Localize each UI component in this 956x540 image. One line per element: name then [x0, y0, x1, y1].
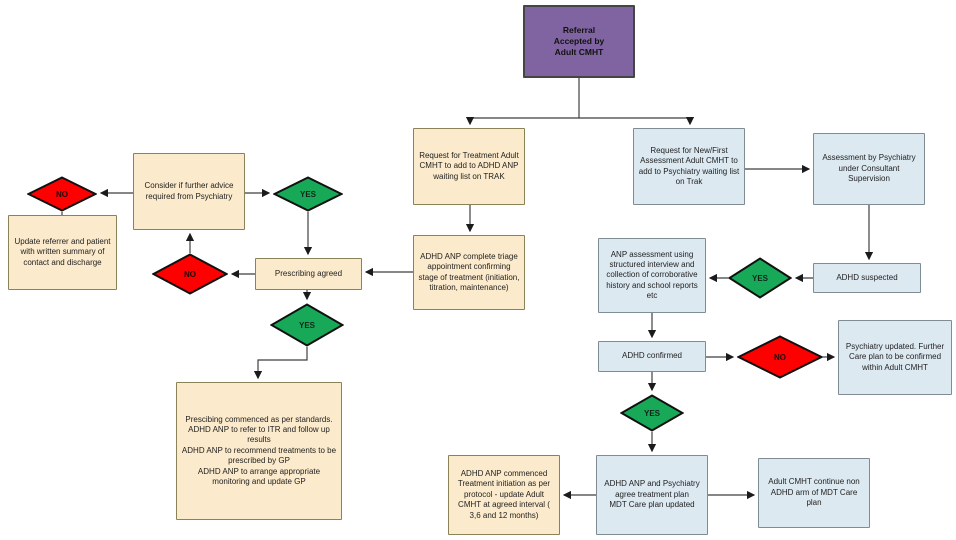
node-prescribing-commenced: Prescibing commenced as per standards. A… [176, 382, 342, 520]
decision-yes-prescribing-label: YES [298, 320, 315, 330]
decision-yes-prescribing: YES [270, 303, 344, 347]
node-anp-commenced-treatment: ADHD ANP commenced Treatment initiation … [448, 455, 560, 535]
decision-yes-confirmed-label: YES [643, 408, 660, 418]
node-prescribing-agreed: Prescribing agreed [255, 258, 362, 290]
decision-yes-advice-label: YES [299, 189, 316, 199]
node-update-referrer: Update referrer and patient with written… [8, 215, 117, 290]
decision-no-prescribing: NO [152, 253, 228, 295]
node-request-treatment: Request for Treatment Adult CMHT to add … [413, 128, 525, 205]
decision-no-confirmed: NO [737, 335, 823, 379]
node-cmht-continue: Adult CMHT continue non ADHD arm of MDT … [758, 458, 870, 528]
node-triage-appointment: ADHD ANP complete triage appointment con… [413, 235, 525, 310]
node-consider-advice: Consider if further advice required from… [133, 153, 245, 230]
decision-no-prescribing-label: NO [184, 269, 196, 279]
node-request-assessment: Request for New/First Assessment Adult C… [633, 128, 745, 205]
decision-yes-advice: YES [273, 176, 343, 212]
decision-yes-suspected-label: YES [751, 273, 768, 283]
node-adhd-confirmed: ADHD confirmed [598, 341, 706, 372]
decision-no-discharge: NO [27, 176, 97, 212]
decision-no-discharge-label: NO [56, 189, 68, 199]
decision-yes-confirmed: YES [620, 394, 684, 432]
node-psychiatry-updated: Psychiatry updated. Further Care plan to… [838, 320, 952, 395]
node-assessment-psychiatry: Assessment by Psychiatry under Consultan… [813, 133, 925, 205]
node-referral-accepted: Referral Accepted by Adult CMHT [523, 5, 635, 78]
node-adhd-suspected: ADHD suspected [813, 263, 921, 293]
node-agree-treatment-plan: ADHD ANP and Psychiatry agree treatment … [596, 455, 708, 535]
decision-yes-suspected: YES [728, 257, 792, 299]
node-anp-assessment: ANP assessment using structured intervie… [598, 238, 706, 313]
decision-no-confirmed-label: NO [774, 352, 786, 362]
